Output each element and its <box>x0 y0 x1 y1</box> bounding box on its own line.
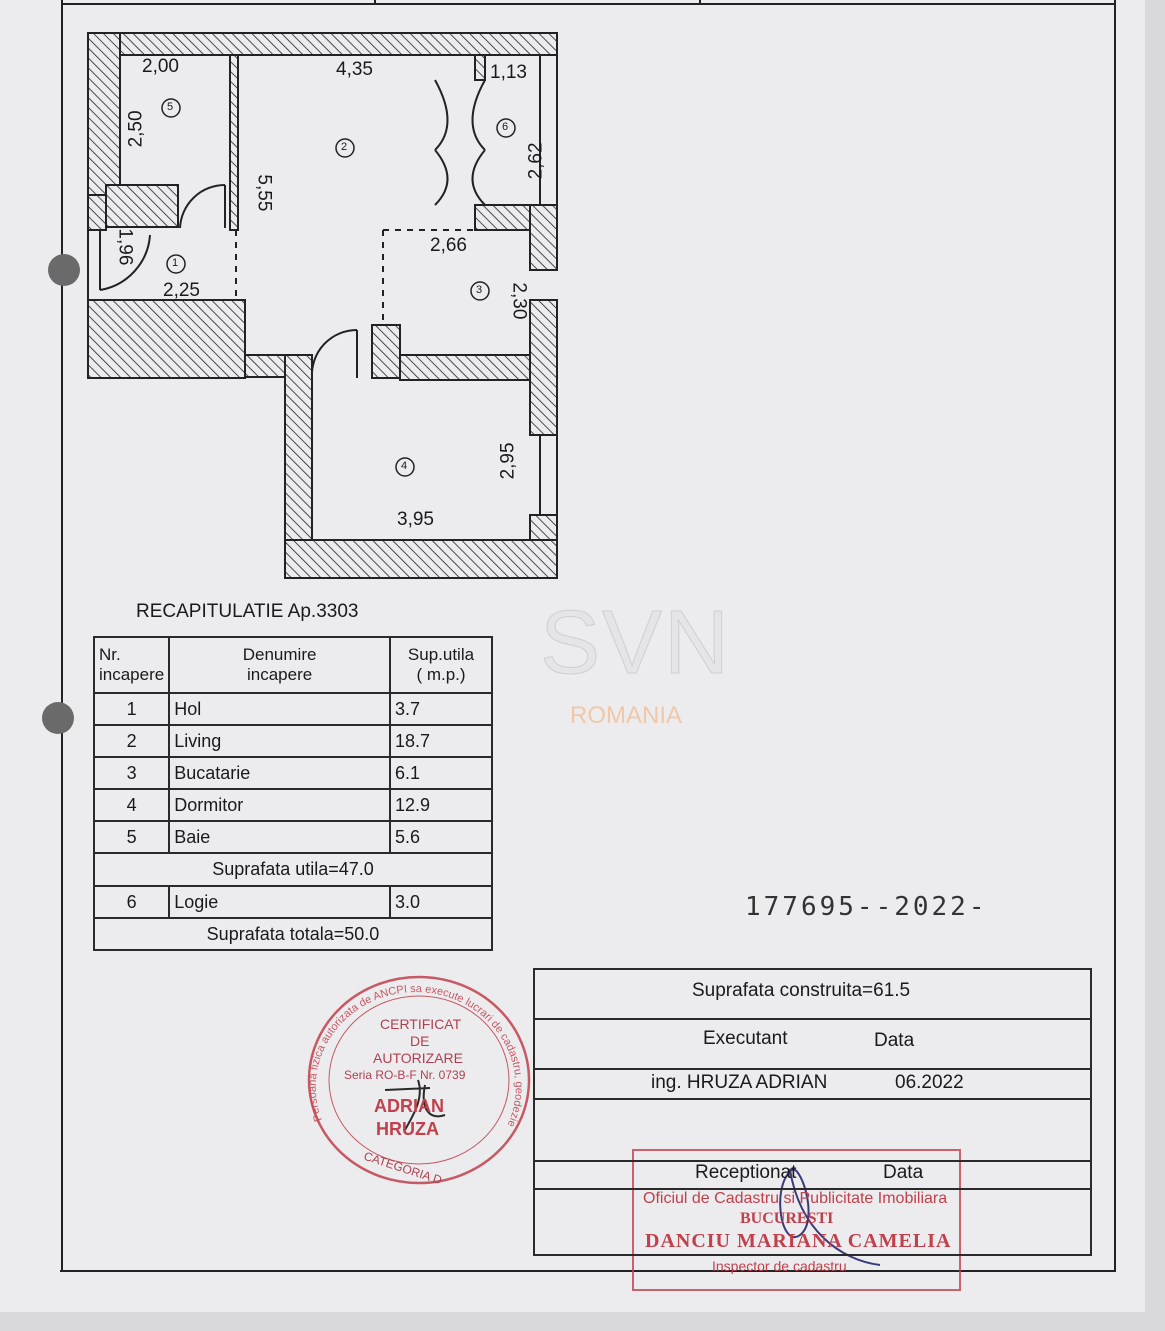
walls <box>87 32 558 579</box>
executant-date: 06.2022 <box>895 1072 964 1093</box>
punch-hole <box>42 702 74 734</box>
stamp-name: HRUZA <box>376 1119 439 1139</box>
info-box: Suprafata construita=61.5 Executant Data… <box>533 968 1092 1256</box>
room-number: 5 <box>167 101 174 113</box>
dim-label: 3,95 <box>397 509 434 530</box>
stamp-serial: Seria RO-B-F Nr. 0739 <box>344 1068 466 1082</box>
dim-label: 1,13 <box>490 62 527 83</box>
room-number: 6 <box>502 121 509 133</box>
dim-label: 2,66 <box>430 235 467 256</box>
stamp-line: CERTIFICAT <box>380 1016 462 1032</box>
punch-hole <box>48 254 80 286</box>
thin-lines <box>87 55 558 515</box>
header-area: ( m.p.) <box>416 665 466 684</box>
executant-name: ing. HRUZA ADRIAN <box>651 1072 828 1093</box>
handwritten-number: 177695--2022- <box>745 892 988 922</box>
dim-label: 2,00 <box>142 56 179 77</box>
summary-title: RECAPITULATIE Ap.3303 <box>136 601 359 622</box>
stamp-line: AUTORIZARE <box>373 1050 463 1066</box>
office-stamp-line1: Oficiul de Cadastru si Publicitate Imobi… <box>643 1190 948 1207</box>
header-name: incapere <box>247 665 313 684</box>
room-number: 4 <box>401 460 408 472</box>
usable-total-row: Suprafata utila=47.0 <box>93 852 493 887</box>
office-stamp-line2: BUCURESTI <box>740 1210 834 1227</box>
header-nr: incapere <box>99 665 165 684</box>
office-stamp-name: DANCIU MARIANA CAMELIA <box>645 1230 952 1252</box>
office-stamp-frame <box>632 1149 961 1291</box>
executant-label: Executant <box>703 1028 788 1049</box>
dim-label: 2,30 <box>508 282 530 320</box>
watermark-sub: ROMANIA <box>570 702 683 729</box>
dim-label: 2,62 <box>525 142 547 180</box>
room-number: 1 <box>172 257 179 269</box>
grand-total-row: Suprafata totala=50.0 <box>93 917 493 951</box>
dim-label: 2,25 <box>163 280 200 301</box>
watermark-logo: SVN <box>539 593 732 693</box>
dim-label: 2,95 <box>497 442 519 480</box>
received-label: Receptionat <box>695 1162 797 1183</box>
dim-label: 5,55 <box>253 174 275 212</box>
dim-label: 2,50 <box>125 110 147 148</box>
dim-label: 1,96 <box>114 228 136 266</box>
header-name: Denumire <box>242 645 317 664</box>
header-nr: Nr. <box>99 645 121 664</box>
room-number: 2 <box>341 141 348 153</box>
stamp-name: ADRIAN <box>374 1096 444 1116</box>
red-stamp <box>307 975 531 1185</box>
received-date-label: Data <box>883 1162 924 1183</box>
header-area: Sup.utila <box>407 645 475 664</box>
date-label: Data <box>874 1030 915 1051</box>
page-frame <box>60 0 1116 1272</box>
dim-label: 4,35 <box>336 59 373 80</box>
room-number: 3 <box>476 284 483 296</box>
room-markers <box>161 98 516 477</box>
office-stamp-role: Inspector de cadastru <box>712 1258 847 1274</box>
stamp-line: DE <box>410 1033 430 1049</box>
signature <box>384 1079 446 1131</box>
built-area: Suprafata construita=61.5 <box>692 980 911 1001</box>
